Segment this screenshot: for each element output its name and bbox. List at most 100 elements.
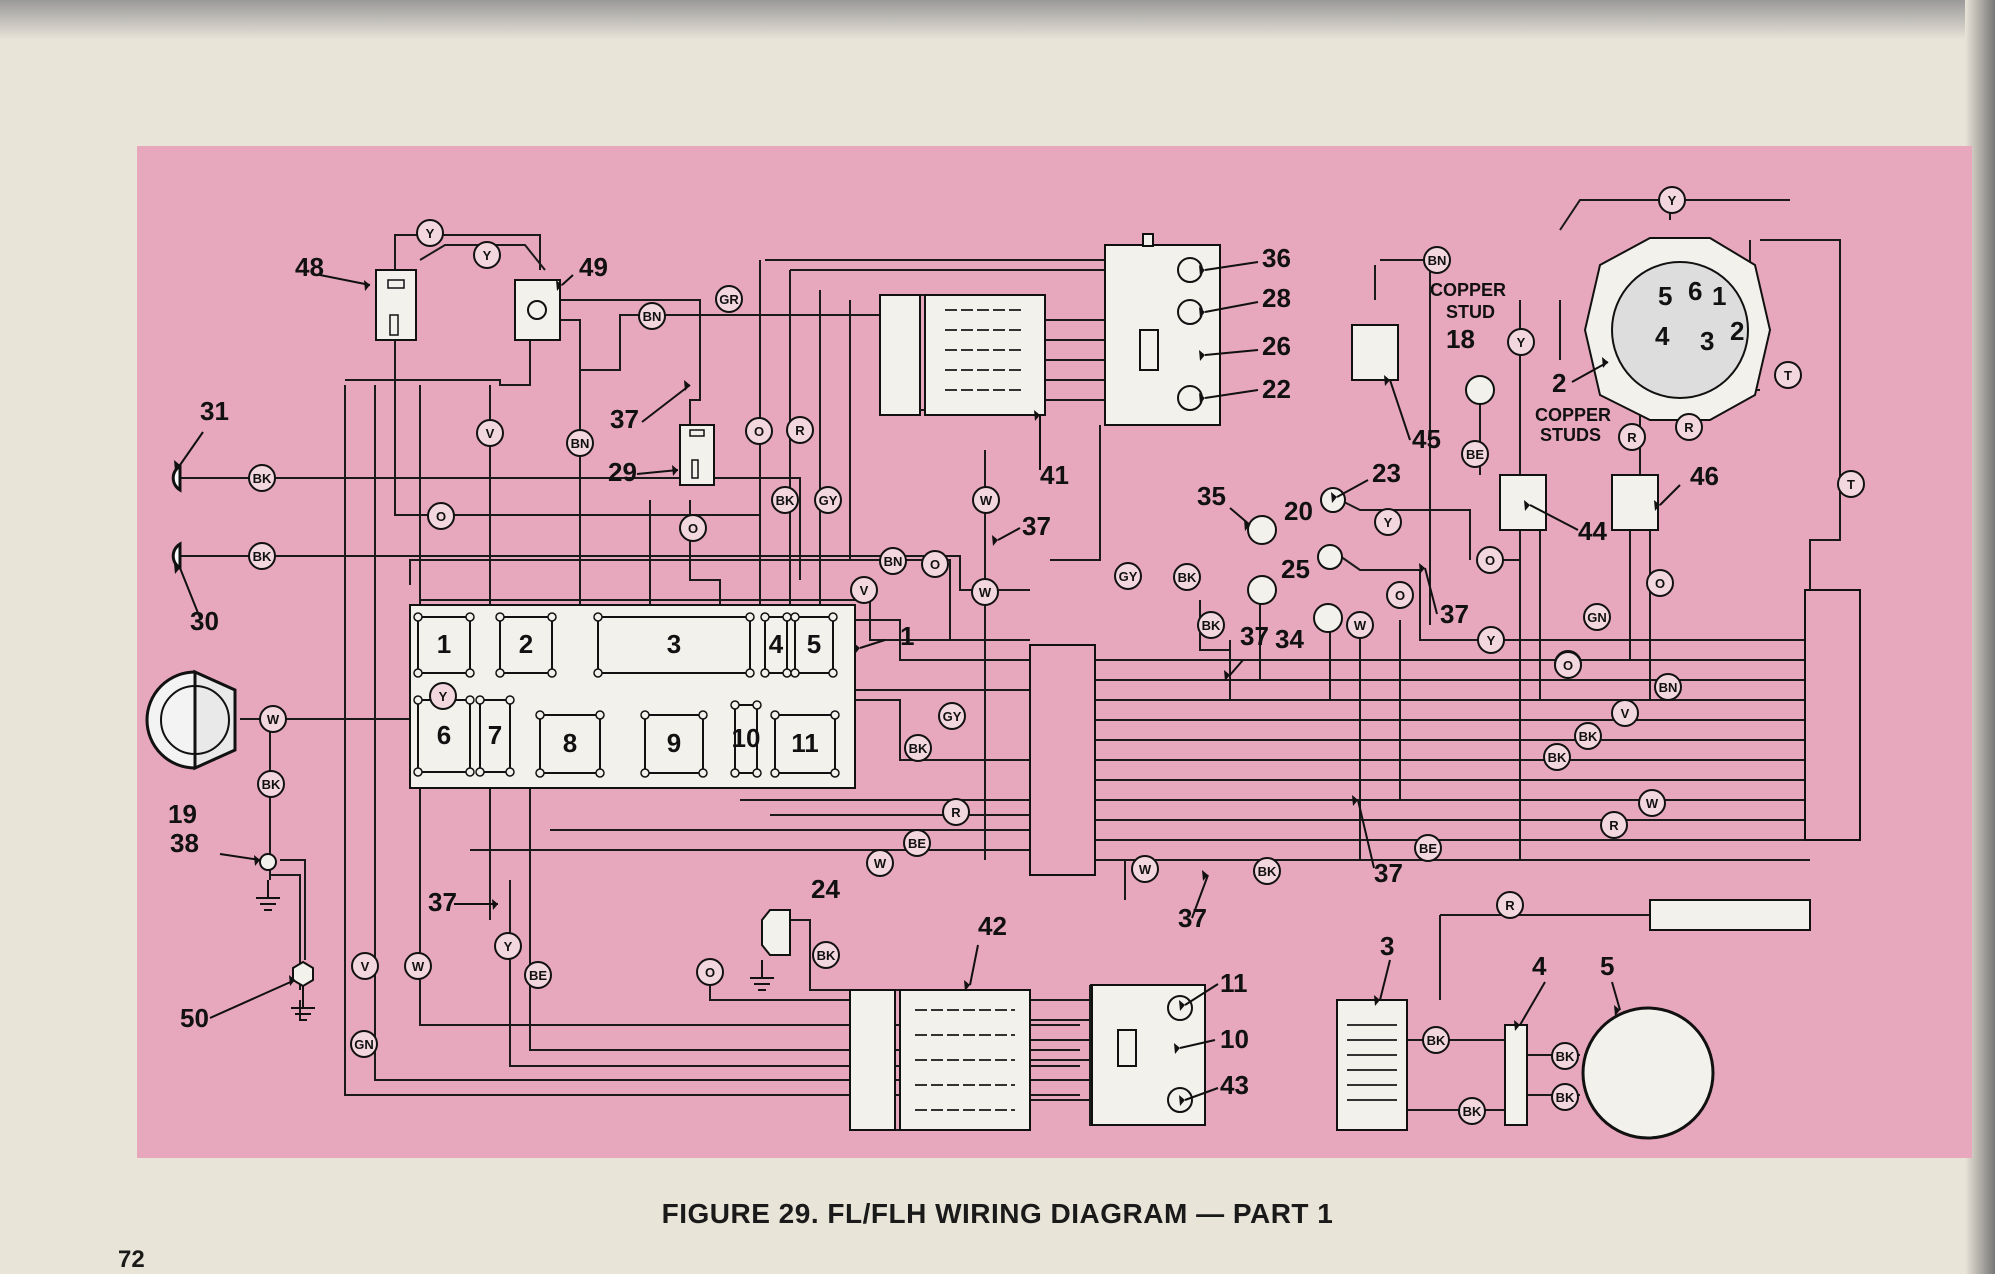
callout-number: 4: [1532, 951, 1547, 981]
svg-text:BK: BK: [1427, 1033, 1446, 1048]
wire-tag-y: Y: [473, 241, 501, 269]
ignition-switch: [1583, 237, 1772, 421]
wire-tag-be: BE: [524, 961, 552, 989]
callout-34: 34: [1275, 624, 1304, 654]
wire-tag-w: W: [1346, 611, 1374, 639]
light-34: [1247, 575, 1277, 605]
svg-text:BN: BN: [884, 554, 903, 569]
wire-tag-y: Y: [1477, 626, 1505, 654]
callout-number: 48: [295, 252, 324, 282]
wire-tag-gr: GR: [715, 285, 743, 313]
wire-tag-w: W: [259, 705, 287, 733]
svg-text:BK: BK: [262, 777, 281, 792]
svg-text:O: O: [436, 509, 446, 524]
terminal-cell-2: 2: [495, 612, 557, 678]
callout-10: 10: [1174, 1024, 1249, 1054]
callout-number: 30: [190, 606, 219, 636]
callout-number: 45: [1412, 424, 1441, 454]
callout-42: 42: [964, 911, 1007, 991]
wire-tag-o: O: [1646, 569, 1674, 597]
svg-text:R: R: [1505, 898, 1515, 913]
svg-text:R: R: [795, 423, 805, 438]
copper-studs-note-line2: STUDS: [1540, 425, 1601, 445]
svg-text:GY: GY: [1119, 569, 1138, 584]
svg-text:V: V: [486, 426, 495, 441]
callout-number: 37: [1022, 511, 1051, 541]
wire-tag-o: O: [745, 417, 773, 445]
callout-number: 24: [811, 874, 840, 904]
switch-20: [1317, 544, 1343, 570]
wire-tag-o: O: [921, 550, 949, 578]
page-top-shadow: [0, 0, 1995, 40]
copper-stud-46: [1611, 474, 1659, 531]
wire-tag-bn: BN: [1423, 246, 1451, 274]
wire-tag-bn: BN: [1654, 673, 1682, 701]
svg-text:BK: BK: [1202, 618, 1221, 633]
svg-text:Y: Y: [483, 248, 492, 263]
svg-text:O: O: [1485, 553, 1495, 568]
callout-29: 29: [608, 457, 679, 487]
svg-text:Y: Y: [426, 226, 435, 241]
callout-43: 43: [1179, 1070, 1249, 1106]
svg-text:W: W: [1646, 796, 1659, 811]
rectifier: [1504, 1024, 1528, 1126]
svg-text:BK: BK: [1556, 1090, 1575, 1105]
svg-text:V: V: [361, 959, 370, 974]
callout-26: 26: [1199, 331, 1291, 361]
callout-number: 44: [1578, 516, 1607, 546]
callout-37: 37: [1178, 870, 1209, 933]
svg-text:R: R: [951, 805, 961, 820]
wire-tag-o: O: [1554, 651, 1582, 679]
callout-number: 36: [1262, 243, 1291, 273]
connector-right: [1804, 589, 1861, 841]
svg-text:GY: GY: [819, 493, 838, 508]
wire-tag-t: T: [1837, 470, 1865, 498]
terminal-cell-4: 4: [760, 612, 792, 678]
wire-tag-bk: BK: [257, 770, 285, 798]
wire-tag-gy: GY: [1114, 562, 1142, 590]
callout-5: 5: [1600, 951, 1621, 1016]
wire-tag-bk: BK: [248, 542, 276, 570]
callout-number: 42: [978, 911, 1007, 941]
ignition-number: 5: [1658, 281, 1672, 311]
svg-text:GY: GY: [943, 709, 962, 724]
wire-tag-bk: BK: [1458, 1097, 1486, 1125]
svg-text:R: R: [1684, 420, 1694, 435]
wire-tag-gn: GN: [1583, 603, 1611, 631]
wire-tag-bk: BK: [1173, 563, 1201, 591]
copper-stud-note-line2: STUD: [1446, 302, 1495, 322]
wire-tag-y: Y: [1658, 186, 1686, 214]
callout-4: 4: [1514, 951, 1547, 1031]
svg-text:V: V: [1621, 706, 1630, 721]
callout-number: 38: [170, 828, 199, 858]
relay-48: [375, 269, 417, 341]
light-35: [1247, 515, 1277, 545]
callout-41: 41: [1034, 410, 1069, 490]
callout-number: 1: [900, 621, 914, 651]
wire-tag-o: O: [1386, 581, 1414, 609]
terminal-cell-label: 6: [437, 720, 451, 750]
callout-number: 28: [1262, 283, 1291, 313]
wire-tag-o: O: [1476, 546, 1504, 574]
callout-38: 38: [170, 828, 261, 866]
callout-number: 2: [1552, 368, 1566, 398]
callout-45: 45: [1384, 375, 1441, 454]
terminal-cell-5: 5: [790, 612, 838, 678]
callout-number: 34: [1275, 624, 1304, 654]
callout-number: 25: [1281, 554, 1310, 584]
wire-tag-y: Y: [494, 932, 522, 960]
wire-tag-w: W: [971, 578, 999, 606]
copper-studs-note-line1: COPPER: [1535, 405, 1611, 425]
alternator: [1581, 1006, 1715, 1140]
svg-text:Y: Y: [1384, 515, 1393, 530]
wire-tag-w: W: [866, 849, 894, 877]
wire-tag-bk: BK: [1551, 1083, 1579, 1111]
wire-tag-bk: BK: [1422, 1026, 1450, 1054]
terminal-cell-label: 11: [791, 728, 819, 758]
switch-25: [1313, 603, 1343, 633]
callout-number: 26: [1262, 331, 1291, 361]
svg-text:O: O: [688, 521, 698, 536]
wire-tag-y: Y: [416, 219, 444, 247]
wire-tag-bk: BK: [248, 464, 276, 492]
wire-tag-y: Y: [429, 682, 457, 710]
